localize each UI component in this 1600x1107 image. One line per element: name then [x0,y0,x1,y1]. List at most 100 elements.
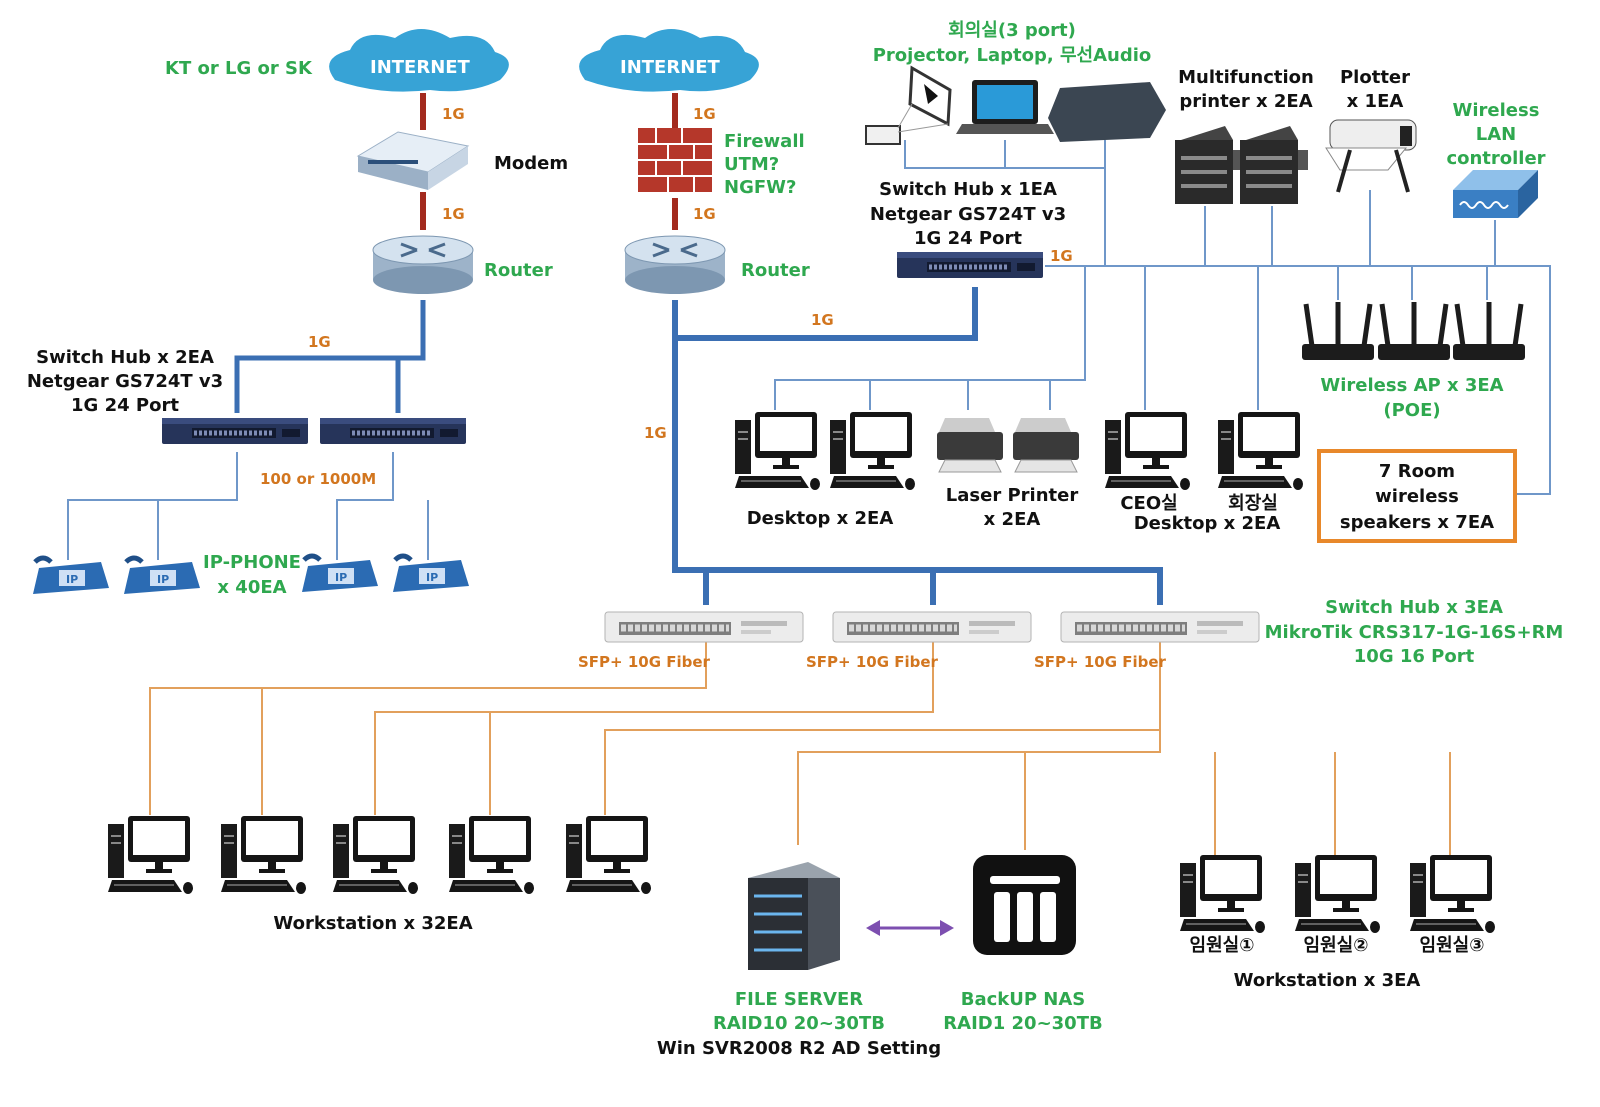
desktop-icon-ws-4 [448,815,535,895]
link-label-1g: 1G [811,311,834,329]
switch-top-label: Netgear GS724T v3 [870,204,1066,225]
fiber-switch-icon-2 [833,612,1031,642]
multifunction-printer-icon-2 [1240,126,1308,204]
switch-left-label: 1G 24 Port [71,395,179,416]
fiber-links [149,642,1451,855]
wireless-ap-icon-2 [1378,302,1450,360]
sync-arrow-head-right [940,920,954,936]
exec-room-label: 임원실② [1304,935,1369,956]
plotter-label: x 1EA [1347,91,1404,112]
wlc-label: Wireless [1453,100,1540,121]
desktop-office-label: Desktop x 2EA [747,508,894,529]
ip-phone-label: x 40EA [217,577,286,598]
exec-room-label: 임원실③ [1420,935,1485,956]
switch-left-label: Switch Hub x 2EA [36,347,214,368]
switch-top-label: Switch Hub x 1EA [879,179,1057,200]
ip-phone-icon-3 [302,556,378,592]
core-switch-label: 10G 16 Port [1354,646,1475,667]
desktop-icon-ceo [1104,411,1191,491]
nas-label: BackUP NAS [961,989,1086,1010]
wlan-controller-icon [1453,170,1538,218]
thin-lan-links [67,140,1551,560]
switch-icon-left-1 [162,418,308,444]
desktop-icon-exec-1 [1179,854,1266,934]
cloud-icon-right [579,29,759,92]
links [67,93,1551,936]
core-switch-label: Switch Hub x 3EA [1325,597,1503,618]
desktop-icon-office-1 [734,411,821,491]
audio-speaker-icon [1048,82,1166,142]
router-icon-left [371,234,475,296]
firewall-label: UTM? [724,154,779,175]
speakers-label: speakers x 7EA [1340,512,1494,533]
sfp-label: SFP+ 10G Fiber [578,653,711,671]
workstation-3-label: Workstation x 3EA [1234,970,1421,991]
link-label-1g: 1G [1050,247,1073,265]
firewall-label: Firewall [724,131,805,152]
speakers-box [1317,449,1517,543]
laser-printer-icon-1 [936,417,1004,473]
wireless-ap-icon-3 [1453,302,1525,360]
link-label-1g: 1G [442,205,465,223]
link-label-1g: 1G [308,333,331,351]
router-icon-right [623,234,727,296]
router-label-left: Router [484,260,553,281]
desktop-icon-ws-3 [332,815,419,895]
file-server-label: RAID10 20~30TB [713,1013,885,1034]
meeting-room-label: 회의실(3 port) [948,20,1076,41]
chairman-label: 회장실 [1228,493,1278,514]
ip-phone-icon-2 [124,558,200,594]
wlc-label: LAN [1476,124,1516,145]
desktop-icon-ws-5 [565,815,652,895]
switch-left-label: Netgear GS724T v3 [27,371,223,392]
link-core-trunk [672,300,1163,605]
core-switch-label: MikroTik CRS317-1G-16S+RM [1265,622,1564,643]
speakers-label: wireless [1375,486,1459,507]
ip-phone-label: IP-PHONE [203,552,301,573]
ap-label: (POE) [1383,400,1440,421]
fiber-switch-icon-1 [605,612,803,642]
workstation-32-label: Workstation x 32EA [273,913,472,934]
modem-icon [356,131,470,190]
laser-printer-label: x 2EA [984,509,1041,530]
sfp-label: SFP+ 10G Fiber [1034,653,1167,671]
isp-label: KT or LG or SK [165,58,313,79]
desktop-exec-office-label: Desktop x 2EA [1134,513,1281,534]
file-server-os-label: Win SVR2008 R2 AD Setting [657,1038,941,1059]
projector-icon [865,65,952,145]
desktop-icon-office-2 [829,411,916,491]
speakers-label: 7 Room [1379,461,1455,482]
laser-printer-label: Laser Printer [946,485,1079,506]
internet-label-right: INTERNET [620,57,721,78]
internet-label-left: INTERNET [370,57,471,78]
exec-room-label: 임원실① [1190,935,1255,956]
server-icon [748,862,840,970]
router-label-right: Router [741,260,810,281]
link-label-1g: 1G [442,105,465,123]
file-server-label: FILE SERVER [735,989,863,1010]
mfp-label: printer x 2EA [1179,91,1312,112]
link-router-top-switch [675,287,978,341]
ip-phone-icon-4 [393,556,469,592]
switch-icon-left-2 [320,418,466,444]
wireless-ap-icon-1 [1302,302,1374,360]
firewall-icon [638,128,712,192]
cloud-icon-left [329,29,509,92]
multifunction-printer-icon-1 [1175,126,1243,204]
fiber-switch-icon-3 [1061,612,1259,642]
link-router-left-switches [234,300,426,413]
lan-speed-label: 100 or 1000M [260,470,376,488]
desktop-icon-exec-3 [1409,854,1496,934]
wlc-label: controller [1446,148,1545,169]
link-label-1g: 1G [693,205,716,223]
sync-arrow-head-left [866,920,880,936]
ip-phone-icon-1 [33,558,109,594]
switch-top-label: 1G 24 Port [914,228,1022,249]
link-label-1g: 1G [693,105,716,123]
ceo-label: CEO실 [1120,493,1177,514]
mfp-label: Multifunction [1178,67,1314,88]
laptop-icon [956,80,1054,134]
laser-printer-icon-2 [1012,417,1080,473]
desktop-icon-ws-2 [220,815,307,895]
